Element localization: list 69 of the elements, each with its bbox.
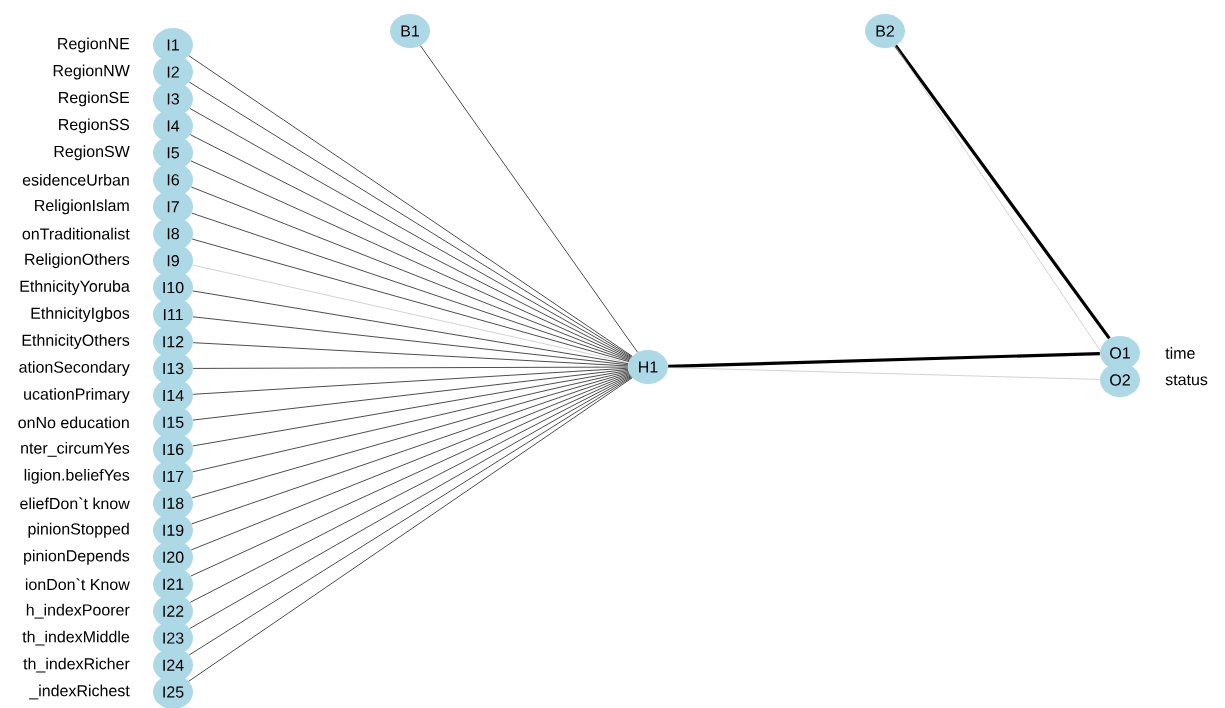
variable-label: RegionNW [53,64,130,80]
variable-label: RegionSS [59,118,130,134]
node-label: I25 [163,686,184,698]
connection-line [192,368,629,421]
node-label: I15 [163,416,184,428]
connection-line [192,290,629,365]
node-label: I17 [163,470,184,482]
node-label: I7 [167,201,179,213]
connection-line [191,372,630,499]
node-label: I19 [163,524,184,536]
connection-line [192,370,629,447]
variable-label: EthnicityOthers [22,334,130,350]
connection-line [191,212,630,361]
variable-label: onNo education [18,416,129,429]
connection-line [192,316,629,366]
connection-line [192,366,629,369]
node-label: I20 [163,551,184,563]
node-label: I13 [163,362,184,375]
variable-label: th_indexMiddle [22,630,130,646]
node-label: I2 [167,66,179,78]
node-label: O2 [1110,374,1130,386]
variable-label: h_indexPoorer [26,603,130,619]
node-label: I4 [167,120,180,132]
variable-label: EthnicityIgbos [31,307,130,323]
variable-label: EthnicityYoruba [20,280,130,296]
variable-label: ionDon`t Know [25,578,130,591]
node-label: I5 [167,147,179,159]
node-label: I10 [163,281,184,294]
connection-line [192,264,629,363]
variable-label: eliefDon`t know [20,497,130,510]
variable-label: ReligionIslam [35,199,129,215]
variable-label: RegionSE [59,91,130,107]
node-label: I22 [163,605,184,617]
connection-line [668,352,1100,368]
connection-line [192,342,629,367]
variable-label: pinionDepends [24,549,130,565]
node-label: O1 [1110,347,1130,359]
variable-label: ucationPrimary [24,388,130,403]
node-label: I14 [163,389,184,401]
node-label: I23 [163,632,184,644]
variable-label: pinionStopped [28,522,129,538]
variable-label: RegionNE [58,37,130,53]
connection-line [192,371,629,473]
node-label: I9 [167,255,179,267]
connection-line [667,367,1101,380]
connection-line [191,238,630,362]
node-label: I12 [163,336,184,348]
connection-line [420,45,638,353]
variable-label: _indexRichest [29,684,130,700]
variable-label: th_indexRicher [23,657,130,673]
variable-label: ationSecondary [19,361,130,376]
variable-label: time [1165,347,1195,359]
node-label: I24 [163,659,184,671]
node-label: I3 [167,93,179,105]
node-label: I11 [163,309,183,321]
node-label: I1 [167,39,179,51]
variable-label: onTraditionalist [22,227,130,240]
variable-label: RegionSW [54,145,130,161]
variable-label: status [1165,374,1208,386]
node-label: I6 [167,174,179,186]
node-label: I21 [163,578,184,590]
connection-line [192,367,629,395]
node-label: I18 [163,497,184,509]
variable-label: nter_circumYes [21,442,130,457]
node-label: I16 [163,443,184,456]
variable-label: ReligionOthers [25,253,130,269]
variable-label: esidenceUrban [22,173,129,186]
variable-label: ligion.beliefYes [24,468,130,484]
node-label: I8 [167,228,179,240]
